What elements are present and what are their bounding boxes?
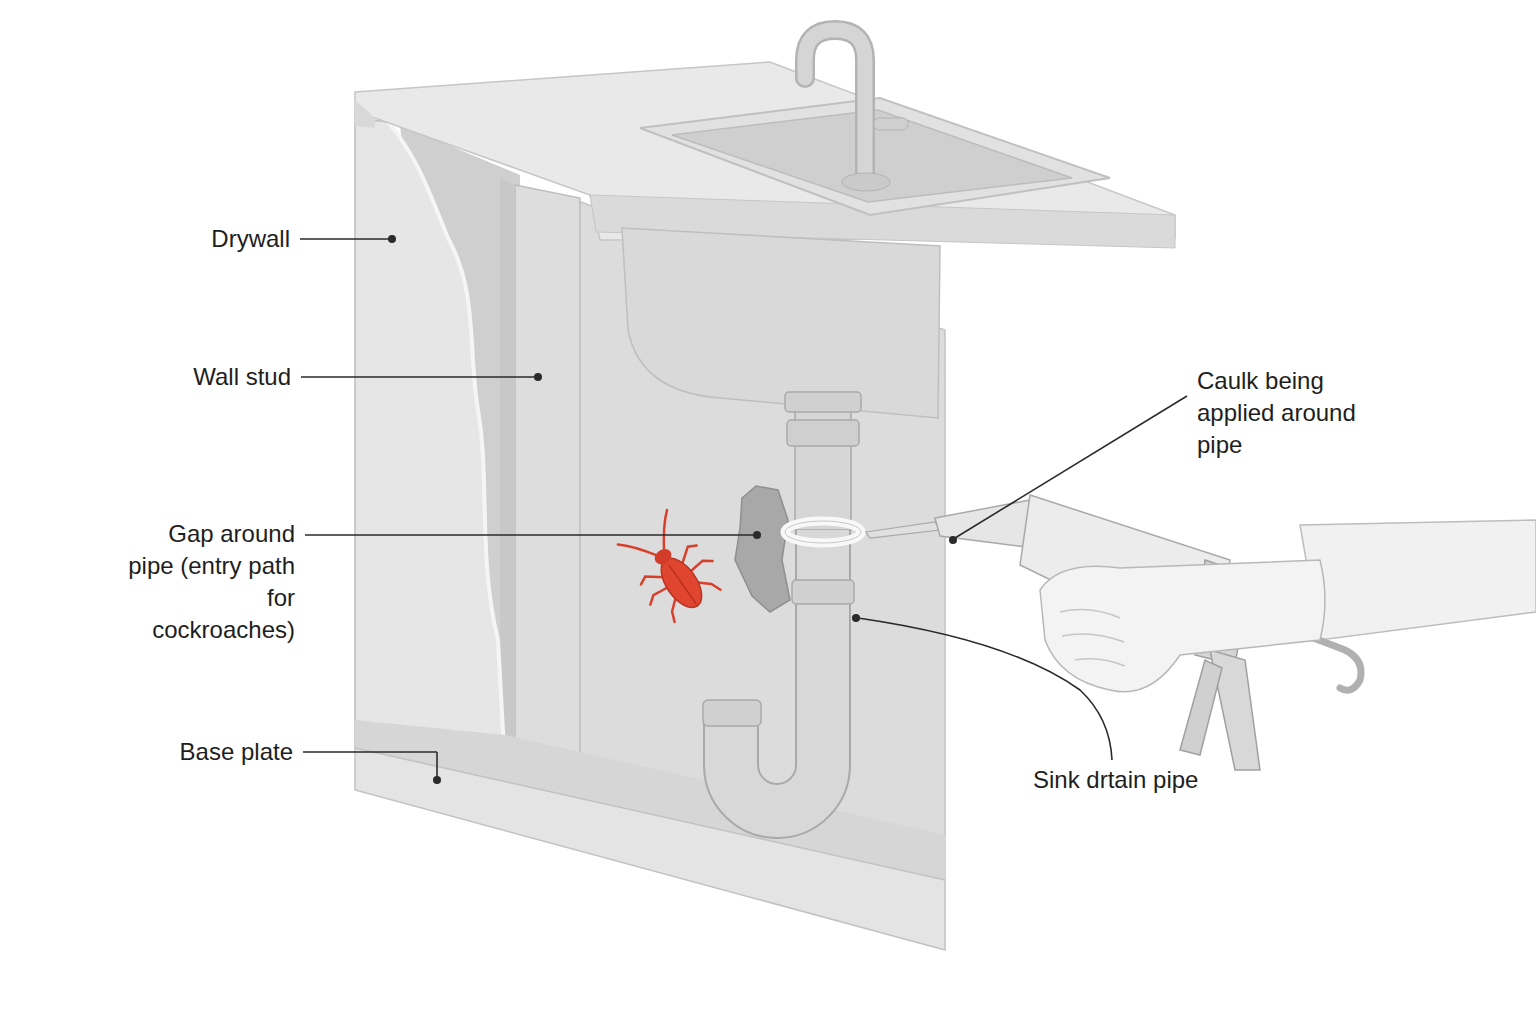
caulk-bead bbox=[785, 521, 861, 543]
part-label: Gap around pipe (entry path for cockroac… bbox=[123, 518, 295, 646]
faucet-base bbox=[842, 173, 890, 191]
fingers bbox=[1060, 610, 1125, 666]
p-trap bbox=[731, 530, 823, 811]
drywall-edge bbox=[388, 122, 505, 768]
drain-flange bbox=[785, 392, 861, 412]
trap-coupling bbox=[792, 580, 854, 604]
sink-bowl bbox=[622, 228, 940, 418]
hand bbox=[1040, 560, 1325, 692]
trap-outline bbox=[731, 530, 823, 811]
arm bbox=[1300, 520, 1536, 640]
caulk-nozzle bbox=[866, 522, 940, 538]
part-label: Caulk being applied around pipe bbox=[1197, 365, 1389, 461]
cockroach bbox=[611, 505, 728, 627]
part-label: Drywall bbox=[211, 223, 290, 255]
faucet bbox=[805, 30, 865, 175]
trap-nut bbox=[703, 700, 761, 726]
wall-gap bbox=[735, 486, 790, 612]
leader-lines bbox=[300, 239, 1187, 778]
wall-stud bbox=[515, 185, 580, 775]
drywall-panel bbox=[355, 118, 505, 768]
base-plate-front bbox=[355, 748, 945, 950]
stud-side bbox=[500, 178, 515, 768]
gun-trigger bbox=[1180, 660, 1222, 755]
faucet-outline bbox=[805, 30, 865, 175]
caulk-bead-edge bbox=[785, 521, 861, 543]
part-label: Sink drtain pipe bbox=[1033, 764, 1198, 796]
slip-nut bbox=[787, 420, 859, 446]
faucet-handle bbox=[874, 118, 908, 130]
part-label: Wall stud bbox=[193, 361, 291, 393]
part-label: Base plate bbox=[180, 736, 293, 768]
cartridge-tip bbox=[935, 500, 1034, 548]
leader-dots bbox=[388, 235, 957, 784]
countertop-edge bbox=[355, 100, 375, 128]
